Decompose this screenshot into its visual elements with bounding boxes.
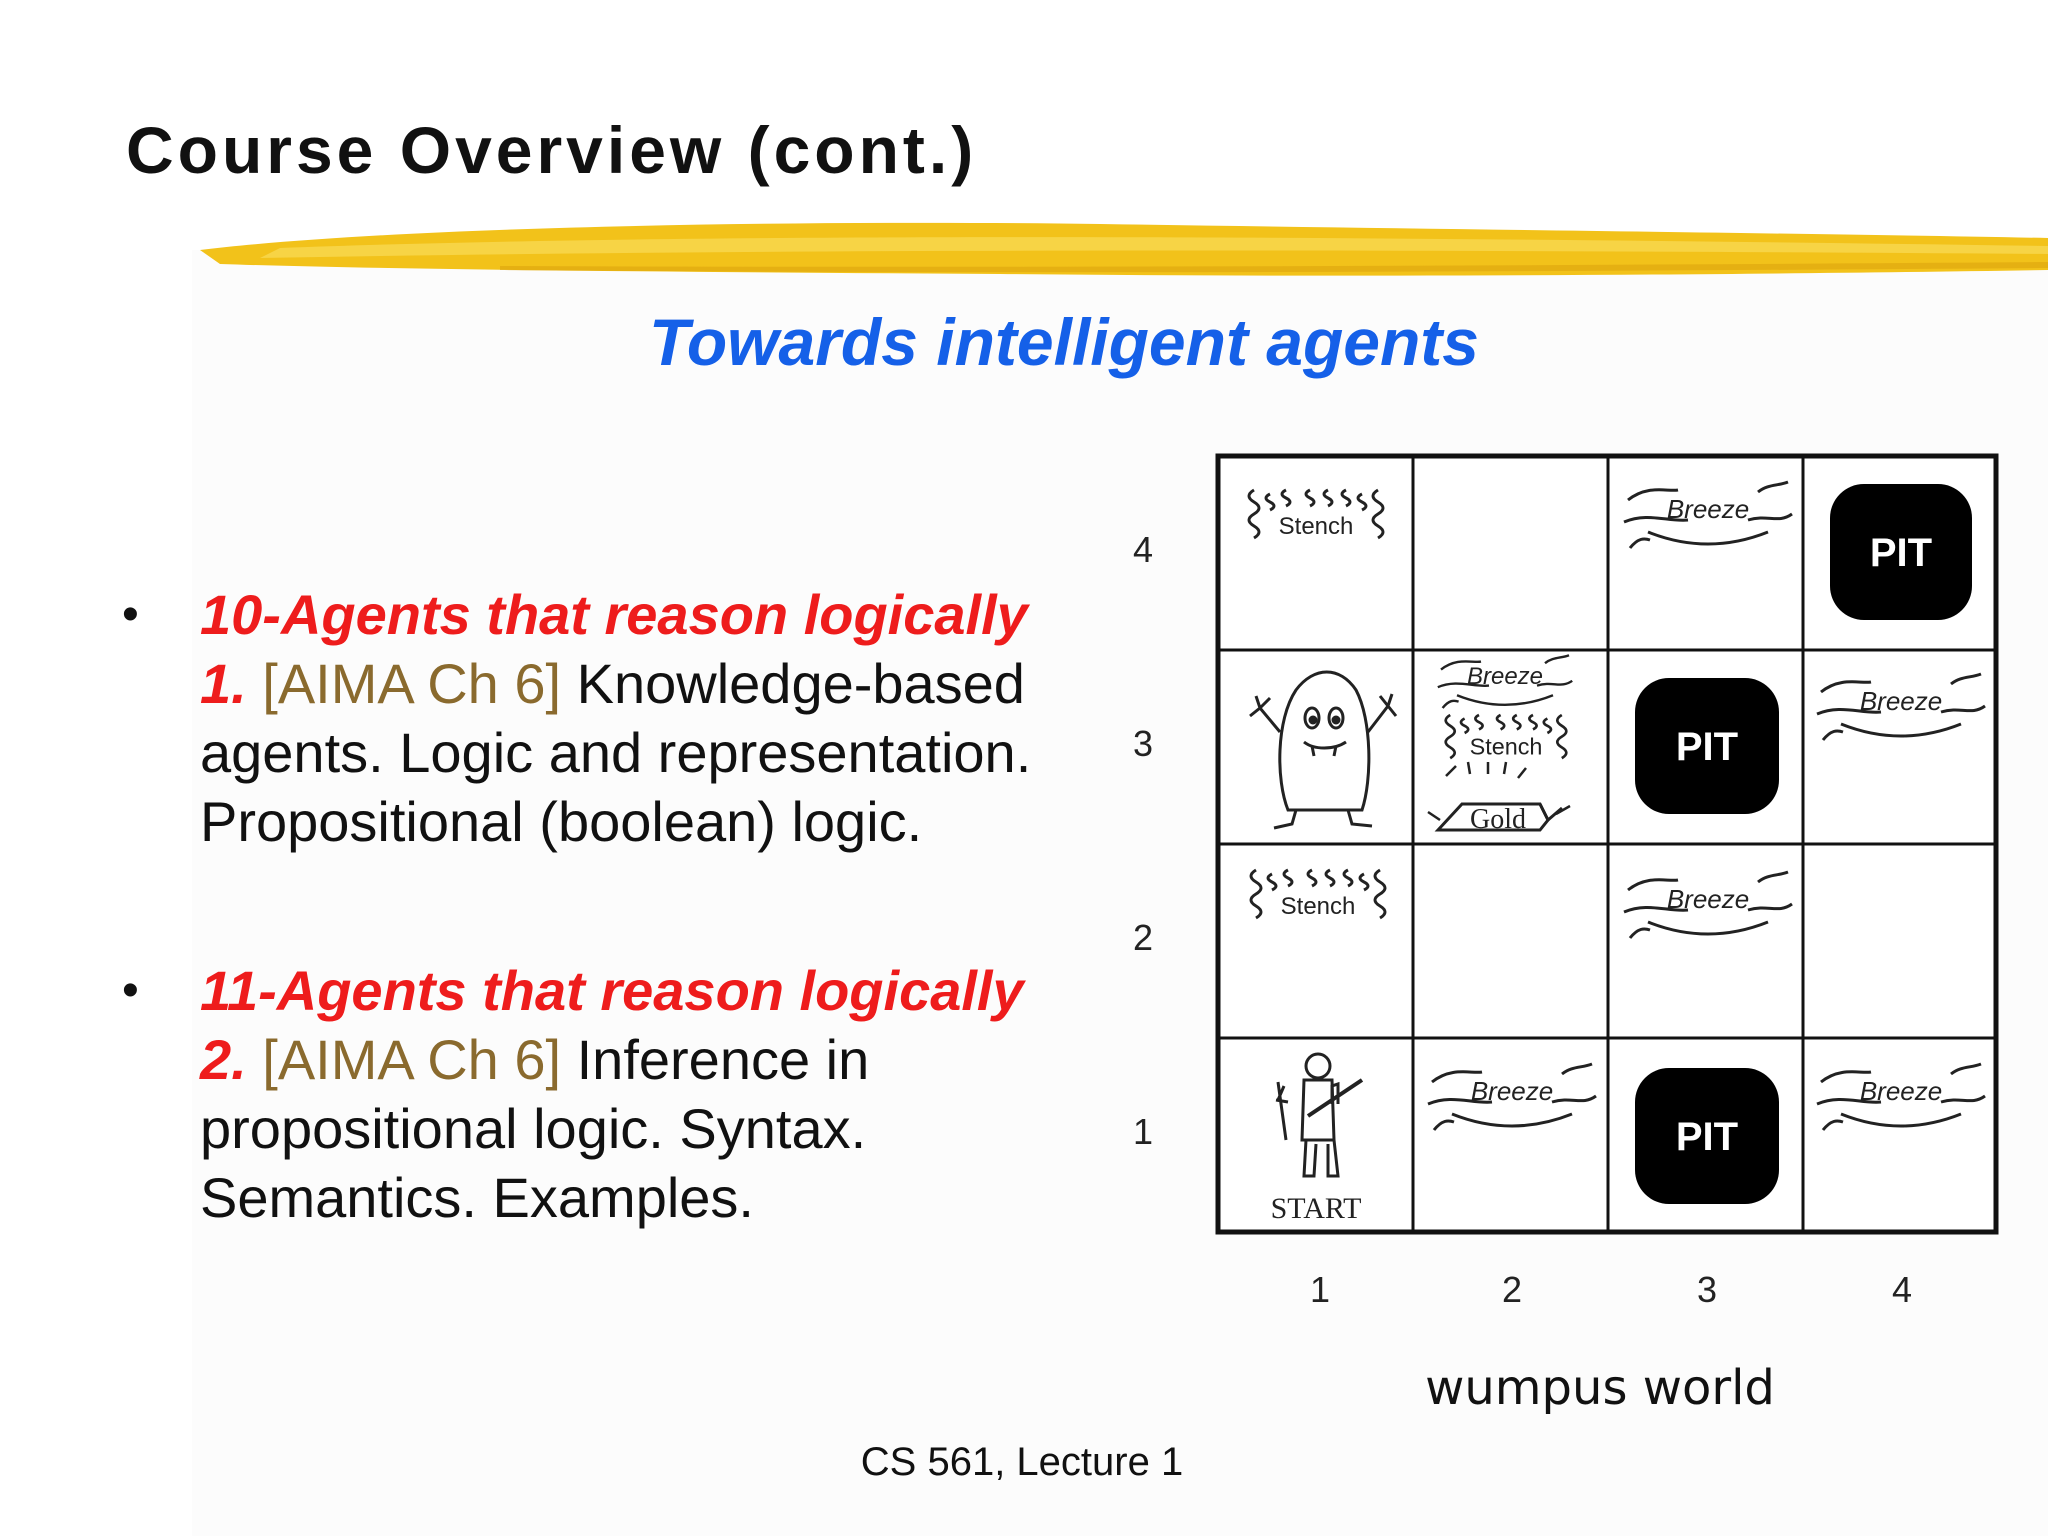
column-label: 4 <box>1892 1269 1912 1310</box>
column-label: 2 <box>1502 1269 1522 1310</box>
slide-title: Course Overview (cont.) <box>126 113 978 187</box>
topic-description: Knowledge-based agents. Logic and repres… <box>200 652 1032 853</box>
breeze-label: Breeze <box>1667 884 1749 914</box>
row-label: 4 <box>1133 529 1153 570</box>
column-label: 1 <box>1310 1269 1330 1310</box>
breeze-cell-3-4: Breeze <box>1622 480 1794 550</box>
pit-cell-3-1: PIT <box>1635 1068 1779 1204</box>
stench-cell-2-3: Stench <box>1444 713 1568 760</box>
breeze-cell-4-1: Breeze <box>1815 1062 1987 1132</box>
pit-label: PIT <box>1676 725 1738 769</box>
breeze-label: Breeze <box>1471 1076 1553 1106</box>
agent-start-icon <box>1275 1052 1364 1178</box>
row-label: 2 <box>1133 917 1153 958</box>
footer-text: CS 561, Lecture 1 <box>860 1440 1184 1484</box>
topic-description: Inference in propositional logic. Syntax… <box>200 1028 870 1229</box>
pit-label: PIT <box>1870 531 1932 575</box>
stench-label: Stench <box>1281 893 1356 920</box>
slide-footer: CS 561, Lecture 1 <box>0 1440 2048 1485</box>
breeze-cell-4-3: Breeze <box>1815 672 1987 742</box>
start-label: START <box>1271 1192 1362 1225</box>
bullet-dot: • <box>122 588 139 641</box>
topic-highlight: 11-Agents that reason logically 2. <box>200 959 1024 1091</box>
bullet-list: • 10-Agents that reason logically 1. [AI… <box>122 580 1062 1332</box>
breeze-label: Breeze <box>1667 494 1749 524</box>
topic-highlight: 10-Agents that reason logically 1. <box>200 583 1028 715</box>
breeze-label: Breeze <box>1467 663 1543 690</box>
bullet-dot: • <box>122 964 139 1017</box>
breeze-cell-3-2: Breeze <box>1622 870 1794 940</box>
wumpus-monster-icon <box>1249 670 1398 830</box>
wumpus-world-diagram: 4 3 2 1 1 2 3 4 PIT PIT PIT Breeze Breez… <box>1133 453 1999 1416</box>
row-label: 1 <box>1133 1111 1153 1152</box>
subtitle-text: Towards intelligent agents <box>649 305 1479 379</box>
breeze-cell-2-3: Breeze <box>1436 654 1574 710</box>
breeze-label: Breeze <box>1860 1076 1942 1106</box>
breeze-cell-2-1: Breeze <box>1426 1062 1598 1132</box>
slide-subtitle: Towards intelligent agents <box>0 304 2048 380</box>
row-label: 3 <box>1133 723 1153 764</box>
topic-reference: [AIMA Ch 6] <box>262 1028 562 1091</box>
wumpus-world-figure: 4 3 2 1 1 2 3 4 PIT PIT PIT Breeze Breez… <box>1100 440 2020 1440</box>
column-label: 3 <box>1697 1269 1717 1310</box>
topic-reference: [AIMA Ch 6] <box>262 652 562 715</box>
gold-label: Gold <box>1470 804 1526 835</box>
bullet-item: • 10-Agents that reason logically 1. [AI… <box>122 580 1062 856</box>
stench-label: Stench <box>1470 734 1543 760</box>
pit-label: PIT <box>1676 1115 1738 1159</box>
stench-cell-1-2: Stench <box>1249 868 1387 920</box>
pit-cell-4-4: PIT <box>1830 484 1972 620</box>
gold-cell-2-3: Gold <box>1427 761 1571 835</box>
pit-cell-3-3: PIT <box>1635 678 1779 814</box>
bullet-item: • 11-Agents that reason logically 2. [AI… <box>122 956 1062 1232</box>
breeze-label: Breeze <box>1860 686 1942 716</box>
title-underline-brushstroke <box>200 222 2048 276</box>
stench-cell-1-4: Stench <box>1247 488 1385 540</box>
stench-label: Stench <box>1279 513 1354 540</box>
figure-caption: wumpus world <box>1425 1360 1775 1416</box>
